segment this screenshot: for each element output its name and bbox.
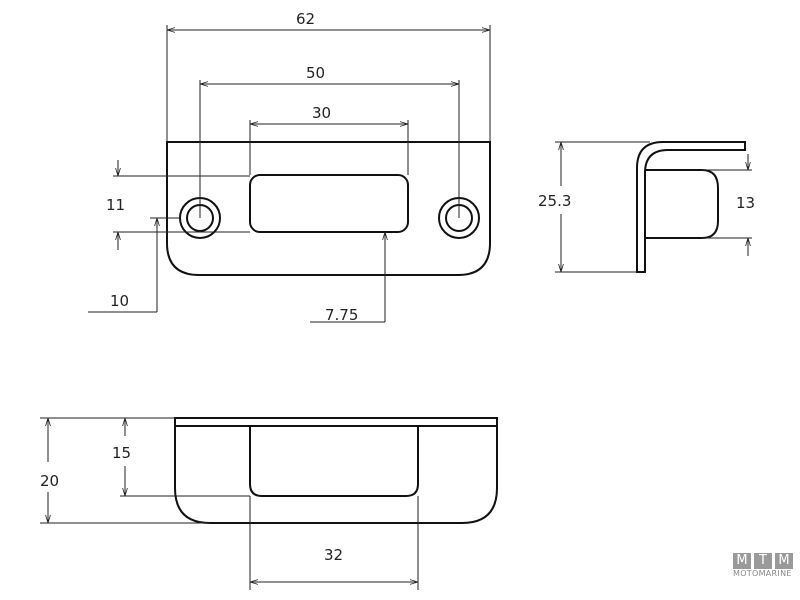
dim-13 [700, 154, 752, 256]
dim-15 [120, 418, 250, 497]
logo-letter: M [775, 553, 793, 569]
logo-name: MOTOMARINE [733, 569, 792, 578]
dim-label-20: 20 [40, 472, 59, 490]
side-view: 25.3 13 [538, 141, 755, 273]
strike-bottom-outline [174, 417, 498, 524]
dim-label-25-3: 25.3 [538, 192, 571, 210]
dim-label-32: 32 [324, 546, 343, 564]
side-pocket [645, 169, 719, 239]
dim-62 [166, 25, 491, 142]
dim-32 [249, 496, 419, 590]
bottom-view: 20 15 32 [40, 417, 498, 590]
strike-plate-outline [166, 141, 491, 276]
dim-label-62: 62 [296, 10, 315, 28]
dim-label-11: 11 [106, 196, 125, 214]
latch-slot [249, 174, 409, 233]
dim-label-13: 13 [736, 194, 755, 212]
dim-10 [88, 217, 180, 313]
dim-label-50: 50 [306, 64, 325, 82]
top-view: 62 50 30 11 10 7.75 [88, 10, 491, 324]
dim-20 [40, 417, 210, 524]
dim-50 [199, 80, 460, 218]
dim-label-7-75: 7.75 [325, 306, 358, 324]
motomarine-logo: M T M MOTOMARINE [733, 553, 799, 578]
dim-label-30: 30 [312, 104, 331, 122]
dim-7-75 [310, 232, 385, 323]
strike-side-profile [636, 141, 746, 273]
logo-letter: M [733, 553, 751, 569]
dim-30 [249, 120, 409, 175]
dim-label-10: 10 [110, 292, 129, 310]
logo-letter: T [754, 553, 772, 569]
dim-label-15: 15 [112, 444, 131, 462]
bottom-pocket [249, 426, 419, 497]
dim-11 [113, 160, 250, 250]
dim-25-3 [555, 141, 650, 273]
